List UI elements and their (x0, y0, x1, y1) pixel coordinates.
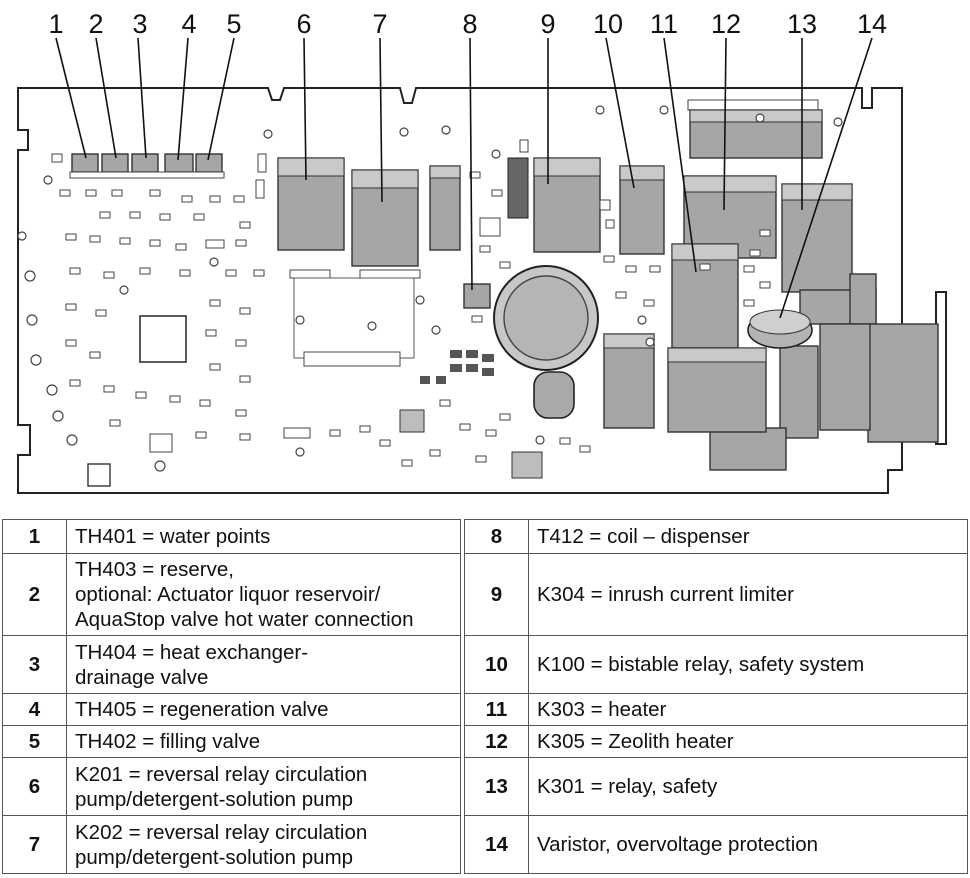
legend-desc: TH404 = heat exchanger- drainage valve (66, 635, 461, 694)
legend-num: 4 (2, 693, 67, 726)
smd-components (51, 139, 771, 467)
legend-num: 6 (2, 757, 67, 816)
legend-desc: K202 = reversal relay circulation pump/d… (66, 815, 461, 874)
coil-t412 (463, 283, 491, 309)
callout-12: 12 (711, 9, 741, 39)
callout-11: 11 (650, 9, 678, 39)
callout-9: 9 (540, 9, 555, 39)
legend-num: 1 (2, 519, 67, 554)
legend-row: 3 TH404 = heat exchanger- drainage valve… (2, 635, 968, 694)
legend-desc: TH405 = regeneration valve (66, 693, 461, 726)
legend-num: 7 (2, 815, 67, 874)
legend-num: 11 (464, 693, 529, 726)
legend-num: 5 (2, 725, 67, 758)
legend-desc: Varistor, overvoltage protection (528, 815, 968, 874)
callout-3: 3 (132, 9, 147, 39)
legend-desc: K100 = bistable relay, safety system (528, 635, 968, 694)
legend-desc: K305 = Zeolith heater (528, 725, 968, 758)
callout-numbers: 1 2 3 4 5 6 7 8 9 10 11 12 13 14 (48, 9, 887, 39)
legend-num: 13 (464, 757, 529, 816)
callout-14: 14 (857, 9, 887, 39)
callout-8: 8 (462, 9, 477, 39)
legend-desc: T412 = coil – dispenser (528, 519, 968, 554)
microcontroller (139, 315, 187, 363)
legend-num: 12 (464, 725, 529, 758)
relay-k100 (619, 165, 665, 255)
callout-5: 5 (226, 9, 241, 39)
mounting-holes (17, 105, 843, 472)
callout-6: 6 (296, 9, 311, 39)
legend-desc: K201 = reversal relay circulation pump/d… (66, 757, 461, 816)
callout-1: 1 (48, 9, 63, 39)
legend-table: 1 TH401 = water points 8 T412 = coil – d… (2, 519, 968, 874)
callout-10: 10 (593, 9, 623, 39)
leader-lines (55, 37, 873, 319)
legend-desc: K303 = heater (528, 693, 968, 726)
legend-row: 5 TH402 = filling valve 12 K305 = Zeolit… (2, 725, 968, 758)
legend-desc: K301 = relay, safety (528, 757, 968, 816)
callout-2: 2 (88, 9, 103, 39)
legend-row: 7 K202 = reversal relay circulation pump… (2, 815, 968, 874)
triac-connectors (69, 153, 225, 179)
callout-7: 7 (372, 9, 387, 39)
legend-num: 10 (464, 635, 529, 694)
legend-row: 1 TH401 = water points 8 T412 = coil – d… (2, 519, 968, 554)
legend-num: 3 (2, 635, 67, 694)
legend-num: 2 (2, 553, 67, 636)
legend-row: 6 K201 = reversal relay circulation pump… (2, 757, 968, 816)
legend-desc: TH403 = reserve, optional: Actuator liqu… (66, 553, 461, 636)
callout-13: 13 (787, 9, 817, 39)
legend-desc: TH401 = water points (66, 519, 461, 554)
legend-row: 4 TH405 = regeneration valve 11 K303 = h… (2, 693, 968, 726)
legend-num: 8 (464, 519, 529, 554)
legend-row: 2 TH403 = reserve, optional: Actuator li… (2, 553, 968, 636)
legend-num: 9 (464, 553, 529, 636)
callout-4: 4 (181, 9, 196, 39)
circuit-board-diagram: 1 2 3 4 5 6 7 8 9 10 11 12 13 14 (17, 9, 947, 494)
legend-num: 14 (464, 815, 529, 874)
legend-desc: TH402 = filling valve (66, 725, 461, 758)
legend-desc: K304 = inrush current limiter (528, 553, 968, 636)
